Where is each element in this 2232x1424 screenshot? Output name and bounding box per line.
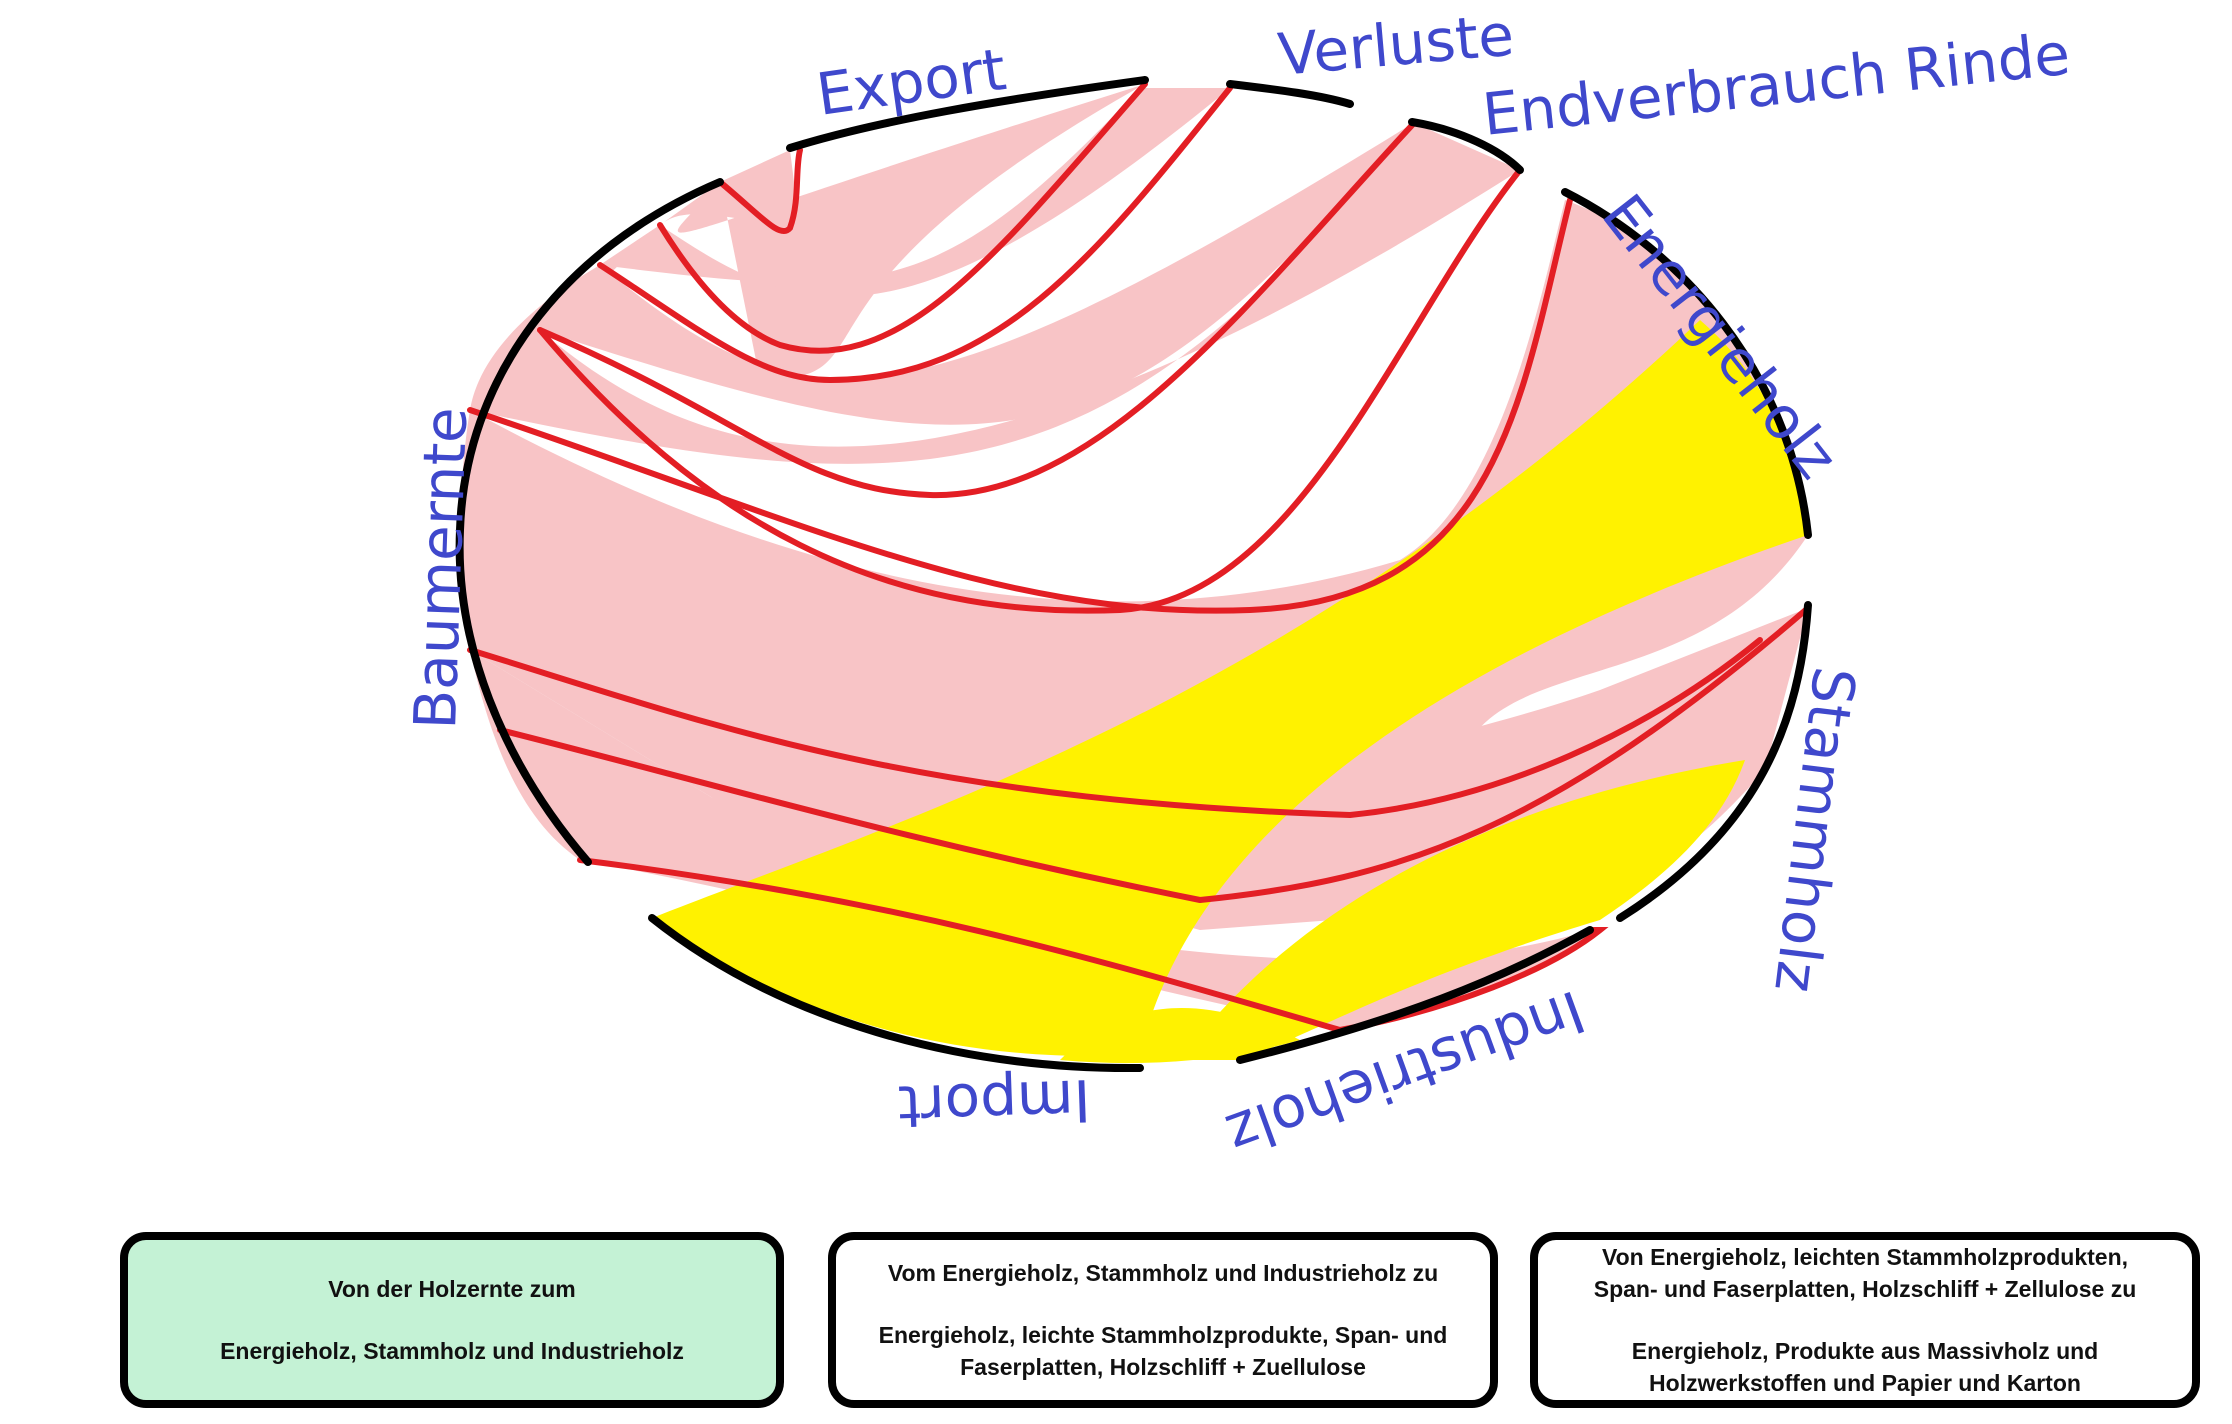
box-2-line-1: Vom Energieholz, Stammholz und Industrie… xyxy=(887,1260,1439,1286)
label-endverbrauch: Endverbrauch Rinde xyxy=(1479,20,2073,149)
label-baumernte: Baumernte xyxy=(401,406,480,730)
info-box-harvest: Von der Holzernte zum Energieholz, Stamm… xyxy=(120,1232,784,1408)
box-1-line-2: Energieholz, Stammholz und Industrieholz xyxy=(220,1338,684,1364)
arc-industrieholz xyxy=(1236,926,1594,1064)
arc-stammholz xyxy=(1616,601,1812,922)
chord-diagram: Export Verluste Endverbrauch Rinde Energ… xyxy=(401,1,2073,1169)
flow-boundaries xyxy=(470,81,1811,1034)
arc-verluste xyxy=(1226,80,1354,108)
label-import: Import xyxy=(897,1066,1092,1141)
info-box-products: Von Energieholz, leichten Stammholzprodu… xyxy=(1530,1232,2200,1408)
box-2-line-2: Energieholz, leichte Stammholzprodukte, … xyxy=(878,1322,1448,1380)
box-3-line-1: Von Energieholz, leichten Stammholzprodu… xyxy=(1593,1244,2137,1302)
info-box-processing: Vom Energieholz, Stammholz und Industrie… xyxy=(828,1232,1498,1408)
highlight-flows xyxy=(652,320,1808,1064)
arc-export xyxy=(786,76,1149,152)
label-verluste: Verluste xyxy=(1275,1,1516,89)
arc-baumernte xyxy=(455,178,724,866)
arc-import xyxy=(648,914,1144,1073)
node-arcs xyxy=(455,76,1812,1073)
label-export: Export xyxy=(812,35,1009,129)
arc-endverbrauch xyxy=(1408,118,1524,174)
arc-energieholz xyxy=(1561,188,1812,539)
box-1-line-1: Von der Holzernte zum xyxy=(328,1276,576,1302)
box-3-line-2: Energieholz, Produkte aus Massivholz und… xyxy=(1631,1338,2099,1396)
